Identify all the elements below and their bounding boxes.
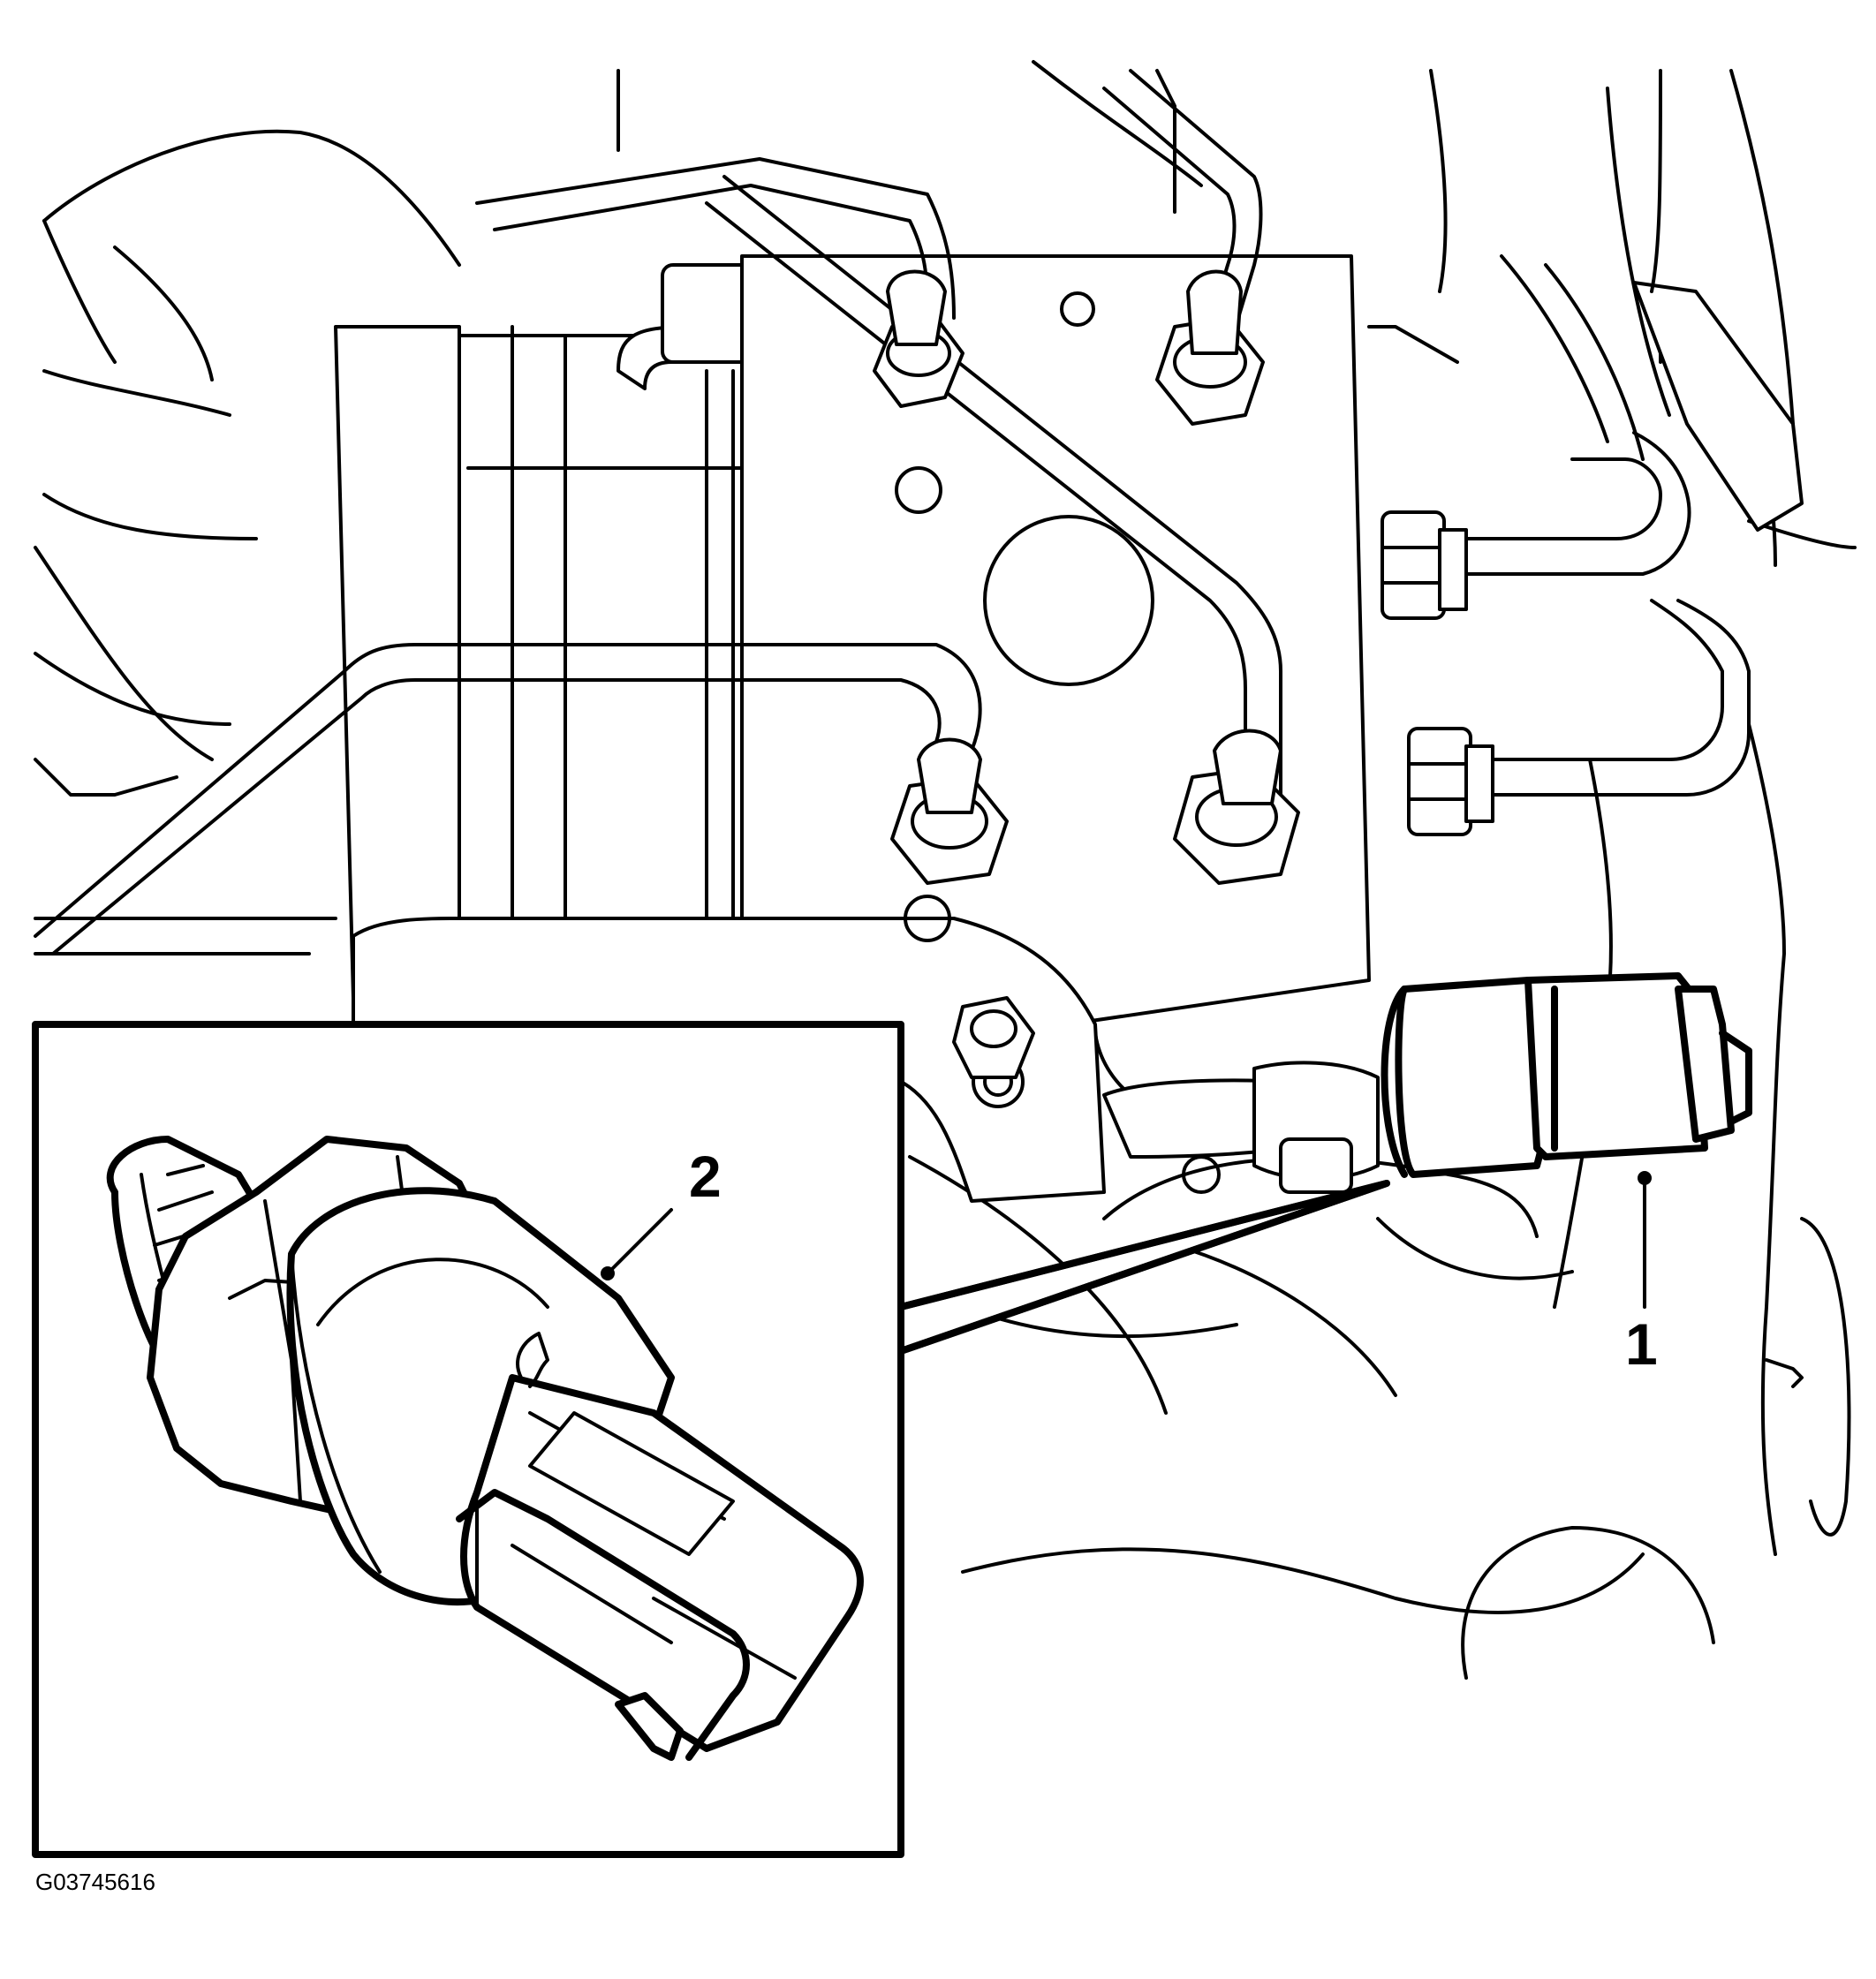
nut-top-right (1155, 269, 1265, 426)
callout-2-label: 2 (689, 1144, 722, 1209)
fitting-nuts (873, 269, 1494, 1079)
pressure-sensor-detail (106, 1136, 864, 1761)
bracket-bolt (952, 996, 1035, 1079)
nut-top-left (873, 269, 964, 408)
nut-side-lower (1407, 727, 1494, 836)
nut-bottom-left (890, 737, 1009, 885)
brake-lines (34, 69, 1804, 956)
nut-side-upper (1381, 510, 1468, 620)
abs-modulator-housing (334, 263, 761, 1000)
detail-inset (32, 1021, 904, 1858)
pressure-sensor-installed (1102, 972, 1752, 1194)
callout-2-dot (601, 1266, 615, 1280)
nut-bottom-right (1173, 729, 1300, 885)
callout-1-label: 1 (1625, 1311, 1658, 1377)
inset-leader-outline (897, 1180, 1390, 1355)
figure-id: G03745616 (35, 1869, 155, 1895)
callout-leaders (601, 1171, 1652, 1309)
callout-1-dot (1638, 1171, 1652, 1185)
